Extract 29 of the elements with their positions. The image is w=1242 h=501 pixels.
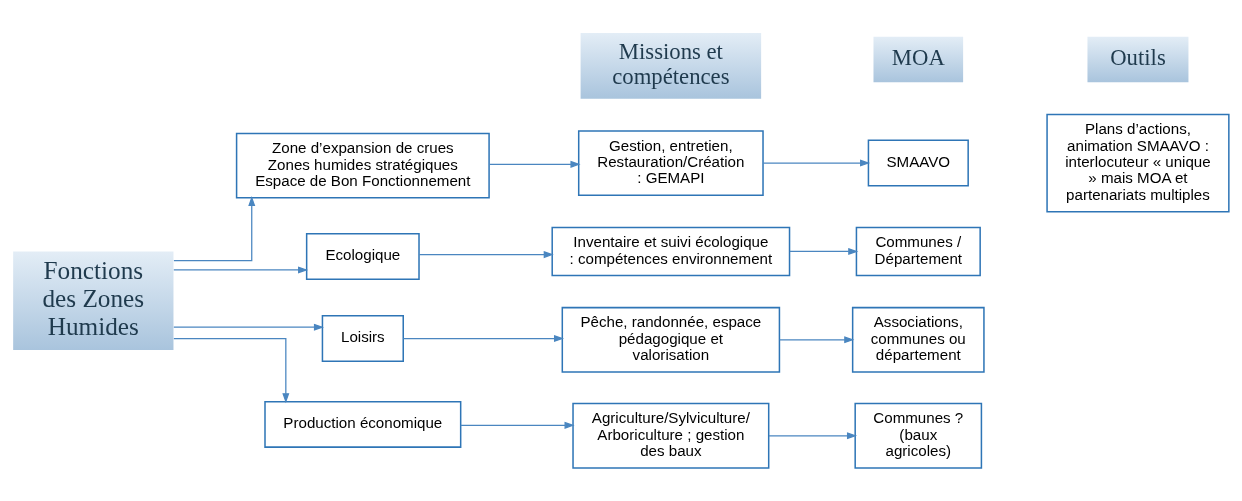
node-box: Plans d’actions, animation SMAAVO : interlocuteur « unique » mais MOA et partenariats multiples <box>1046 113 1230 213</box>
node-box: Communes / Département <box>855 226 981 277</box>
node-box: Pêche, randonnée, espace pédagogique et valorisation <box>561 306 781 373</box>
arrow <box>173 195 256 262</box>
arrow <box>418 251 554 259</box>
node-box: Production économique <box>264 400 462 448</box>
arrow <box>460 421 575 429</box>
node-box: SMAAVO <box>867 139 969 187</box>
node-box: Fonctions des Zones Humides <box>13 251 174 350</box>
node-box: Associations, communes ou département <box>851 306 985 373</box>
node-box: Ecologique <box>305 233 420 280</box>
arrow <box>789 247 859 255</box>
arrow <box>762 159 871 167</box>
node-box: Gestion, entretien, Restauration/Création : GEMAPI <box>577 130 764 197</box>
node-box: Communes ? (baux agricoles) <box>854 402 983 469</box>
node-box: Inventaire et suivi écologique : compétences environnement <box>551 226 791 277</box>
arrow <box>768 432 858 440</box>
node-box: Missions et compétences <box>580 33 762 99</box>
arrow <box>488 160 581 168</box>
arrow <box>173 323 325 331</box>
arrow <box>402 335 565 343</box>
node-box: MOA <box>873 36 964 83</box>
node-box: Zone d’expansion de crues Zones humides stratégiques Espace de Bon Fonctionnement <box>235 132 490 199</box>
node-box: Outils <box>1087 36 1189 83</box>
node-box: Agriculture/Sylviculture/ Arboriculture ; gestion des baux <box>572 402 770 469</box>
arrow <box>173 337 290 404</box>
arrow <box>173 266 309 274</box>
arrow <box>779 336 855 344</box>
node-box: Loisirs <box>321 315 404 363</box>
